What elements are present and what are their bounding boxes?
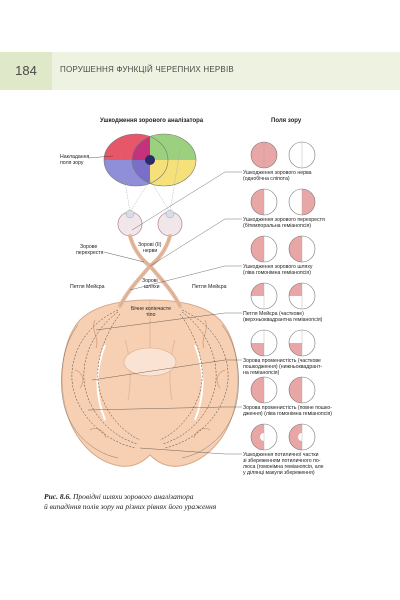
visual-field-left-eye — [250, 423, 278, 451]
chiasm-label-1: Зорове — [80, 244, 97, 250]
visual-field-left-eye — [250, 188, 278, 216]
page-number: 184 — [0, 52, 52, 90]
fields-title: Поля зору — [271, 118, 302, 124]
lesion-pointer — [95, 312, 242, 331]
visual-field-left-eye — [250, 376, 278, 404]
lesion-pointer — [129, 265, 242, 291]
lesion-label: (верхньоквадрантна геміанопсія) — [243, 317, 323, 323]
lesion-label: (ліва гомонімна геміанопсія) — [243, 270, 311, 276]
visual-field-right-eye — [288, 141, 316, 169]
lesion-pointers — [87, 171, 242, 455]
caption-label: Рис. 8.6. — [44, 492, 72, 501]
left-eye — [117, 209, 143, 237]
lesion-pointer — [139, 447, 242, 455]
chapter-title: ПОРУШЕННЯ ФУНКЦІЙ ЧЕРЕПНИХ НЕРВІВ — [60, 65, 234, 74]
lesion-label: Ушкодження зорового перехрестя — [243, 217, 325, 223]
visual-field-column: Ушкодження зорового нерва(однобічна сліп… — [243, 141, 332, 476]
right-eye — [157, 209, 183, 237]
lgn-label-2: тіло — [146, 312, 156, 318]
visual-field-right-eye — [288, 282, 316, 310]
caption-line-2: й випадіння полів зору на різних рівнях … — [44, 502, 217, 511]
nerve-label-1: Зорові (II) — [138, 242, 162, 248]
visual-field-overlap — [103, 133, 197, 187]
meyer-loop-left: Петля Мейєра — [70, 283, 105, 290]
lesion-label: на геміанопсія) — [243, 370, 280, 376]
visual-field-right-eye — [288, 235, 316, 263]
visual-field-left-eye — [250, 235, 278, 263]
lesion-label: Ушкодження зорового нерва — [243, 170, 312, 176]
visual-field-right-eye — [288, 376, 316, 404]
nerve-label-2: нерви — [143, 248, 157, 254]
overlay-label-2: поля зору — [60, 160, 84, 166]
lesion-pointer — [149, 218, 242, 267]
lesion-label: зі збереженням потиличного по- — [243, 458, 321, 464]
lesion-label: Ушкодження потиличної частки — [243, 452, 319, 458]
meyer-loop-right: Петля Мейєра — [192, 283, 227, 290]
lesion-pointer — [87, 406, 242, 411]
lesion-pointer — [91, 359, 242, 381]
lesion-label: люса (гомонімна геміанопсія, але — [243, 464, 324, 470]
lgn-label-1: Бічне колінчасте — [131, 306, 171, 312]
visual-field-left-eye — [250, 329, 278, 357]
lesion-label: у ділянці макули збереження) — [243, 470, 315, 476]
visual-field-right-eye — [288, 188, 316, 216]
lesion-label: Петля Мейєра (часткове) — [243, 310, 304, 317]
caption-line-1: Провідні шляхи зорового аналізатора — [72, 492, 194, 501]
visual-field-left-eye — [250, 282, 278, 310]
brain-outline — [61, 299, 239, 467]
lesion-label: пошкодження) (нижньоквадрант- — [243, 364, 322, 370]
lesion-label: (бітемпоральна геміанопсія) — [243, 223, 311, 229]
page-header: 184 ПОРУШЕННЯ ФУНКЦІЙ ЧЕРЕПНИХ НЕРВІВ — [0, 52, 400, 90]
figure-caption: Рис. 8.6. Провідні шляхи зорового аналіз… — [44, 492, 374, 512]
visual-field-left-eye — [250, 141, 278, 169]
tract-label-2: шляхи — [144, 284, 160, 290]
optic-radiations — [71, 309, 229, 449]
lesion-label: дження) (ліва гомонімна геміанопсія) — [243, 411, 332, 417]
lesion-label: Зорова променистість (повне пошко- — [243, 405, 332, 411]
lesion-label: Ушкодження зорового шляху — [243, 264, 313, 270]
lesion-pointer — [131, 171, 242, 231]
figure-title: Ушкодження зорового аналізатора — [100, 118, 204, 124]
lesion-label: Зорова променистість (часткове — [243, 358, 321, 364]
optic-radiations-solid — [61, 324, 239, 459]
overlay-label-1: Накладання — [60, 154, 90, 160]
tract-label-1: Зорові — [142, 278, 158, 284]
lesion-label: (однобічна сліпота) — [243, 176, 290, 182]
visual-field-right-eye — [288, 329, 316, 357]
chiasm-label-2: перехрестя — [76, 250, 104, 256]
visual-field-right-eye — [288, 423, 316, 451]
